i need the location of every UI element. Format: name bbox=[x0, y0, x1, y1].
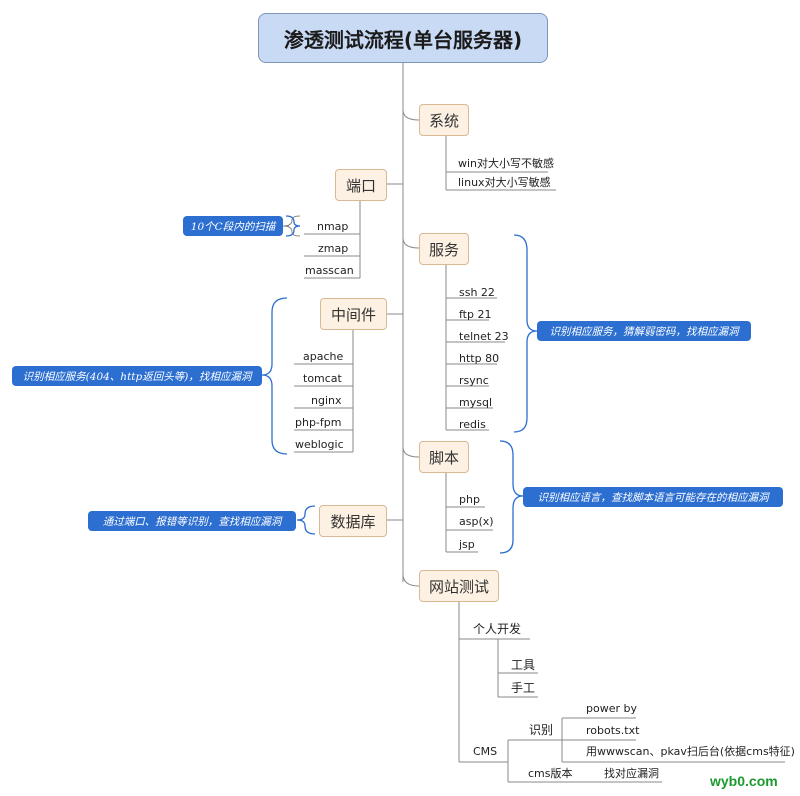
topic-service[interactable]: 服务 bbox=[419, 233, 469, 265]
service-item: rsync bbox=[459, 374, 489, 387]
topic-script[interactable]: 脚本 bbox=[419, 441, 469, 473]
note-middleware: 识别相应服务(404、http返回头等)，找相应漏洞 bbox=[12, 366, 262, 386]
website-cms: CMS bbox=[473, 745, 498, 758]
note-database: 通过端口、报错等识别，查找相应漏洞 bbox=[88, 511, 296, 531]
system-item: linux对大小写敏感 bbox=[458, 176, 551, 189]
note-service: 识别相应服务，猜解弱密码，找相应漏洞 bbox=[537, 321, 751, 341]
service-item: mysql bbox=[459, 396, 492, 409]
cms-identify: 识别 bbox=[529, 723, 554, 737]
script-item: asp(x) bbox=[459, 515, 494, 528]
middleware-item: apache bbox=[303, 350, 344, 363]
middleware-item: tomcat bbox=[303, 372, 342, 385]
topic-middleware[interactable]: 中间件 bbox=[320, 298, 387, 330]
port-item: zmap bbox=[318, 242, 349, 255]
note-port-scan: 10个C段内的扫描 bbox=[183, 216, 283, 236]
middleware-item: nginx bbox=[311, 394, 342, 407]
topic-website[interactable]: 网站测试 bbox=[419, 570, 499, 602]
service-item: ssh 22 bbox=[459, 286, 495, 299]
service-item: http 80 bbox=[459, 352, 500, 365]
script-item: jsp bbox=[459, 538, 475, 551]
topic-database[interactable]: 数据库 bbox=[319, 505, 387, 537]
script-item: php bbox=[459, 493, 480, 506]
topic-port[interactable]: 端口 bbox=[335, 169, 387, 201]
watermark: wyb0.com bbox=[710, 773, 778, 789]
cms-version: cms版本 bbox=[528, 767, 573, 780]
middleware-item: weblogic bbox=[295, 438, 344, 451]
service-item: telnet 23 bbox=[459, 330, 509, 343]
root-topic[interactable]: 渗透测试流程(单台服务器) bbox=[258, 13, 548, 63]
personal-dev-item: 手工 bbox=[511, 681, 536, 695]
cms-identify-item: power by bbox=[586, 702, 637, 715]
middleware-item: php-fpm bbox=[295, 416, 342, 429]
cms-identify-item: 用wwwscan、pkav扫后台(依据cms特征) bbox=[586, 745, 795, 758]
cms-version-action: 找对应漏洞 bbox=[604, 767, 659, 780]
personal-dev-item: 工具 bbox=[511, 658, 536, 672]
port-item: masscan bbox=[305, 264, 354, 277]
system-item: win对大小写不敏感 bbox=[458, 157, 555, 170]
topic-system[interactable]: 系统 bbox=[419, 104, 469, 136]
note-script: 识别相应语言，查找脚本语言可能存在的相应漏洞 bbox=[523, 487, 783, 507]
port-item: nmap bbox=[317, 220, 349, 233]
service-item: redis bbox=[459, 418, 486, 431]
website-personal-dev: 个人开发 bbox=[473, 622, 522, 636]
cms-identify-item: robots.txt bbox=[586, 724, 640, 737]
service-item: ftp 21 bbox=[459, 308, 492, 321]
